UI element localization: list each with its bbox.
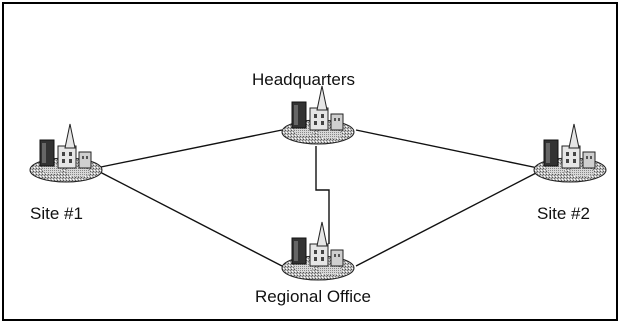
node-label-site2: Site #2 bbox=[537, 204, 590, 223]
node-label-regional-office: Regional Office bbox=[255, 287, 371, 306]
node-label-headquarters: Headquarters bbox=[252, 70, 356, 89]
site1-building-cluster-icon bbox=[29, 123, 103, 183]
link-hq-site2 bbox=[355, 129, 539, 169]
link-site1-hq bbox=[95, 129, 283, 169]
regional-building-cluster-icon bbox=[281, 221, 355, 281]
site2-building-cluster-icon bbox=[533, 123, 607, 183]
link-hq-regional bbox=[315, 146, 330, 244]
link-regional-site2 bbox=[355, 171, 539, 267]
hq-building-cluster-icon bbox=[281, 85, 355, 145]
node-label-site1: Site #1 bbox=[30, 204, 83, 223]
link-site1-regional bbox=[95, 169, 283, 267]
